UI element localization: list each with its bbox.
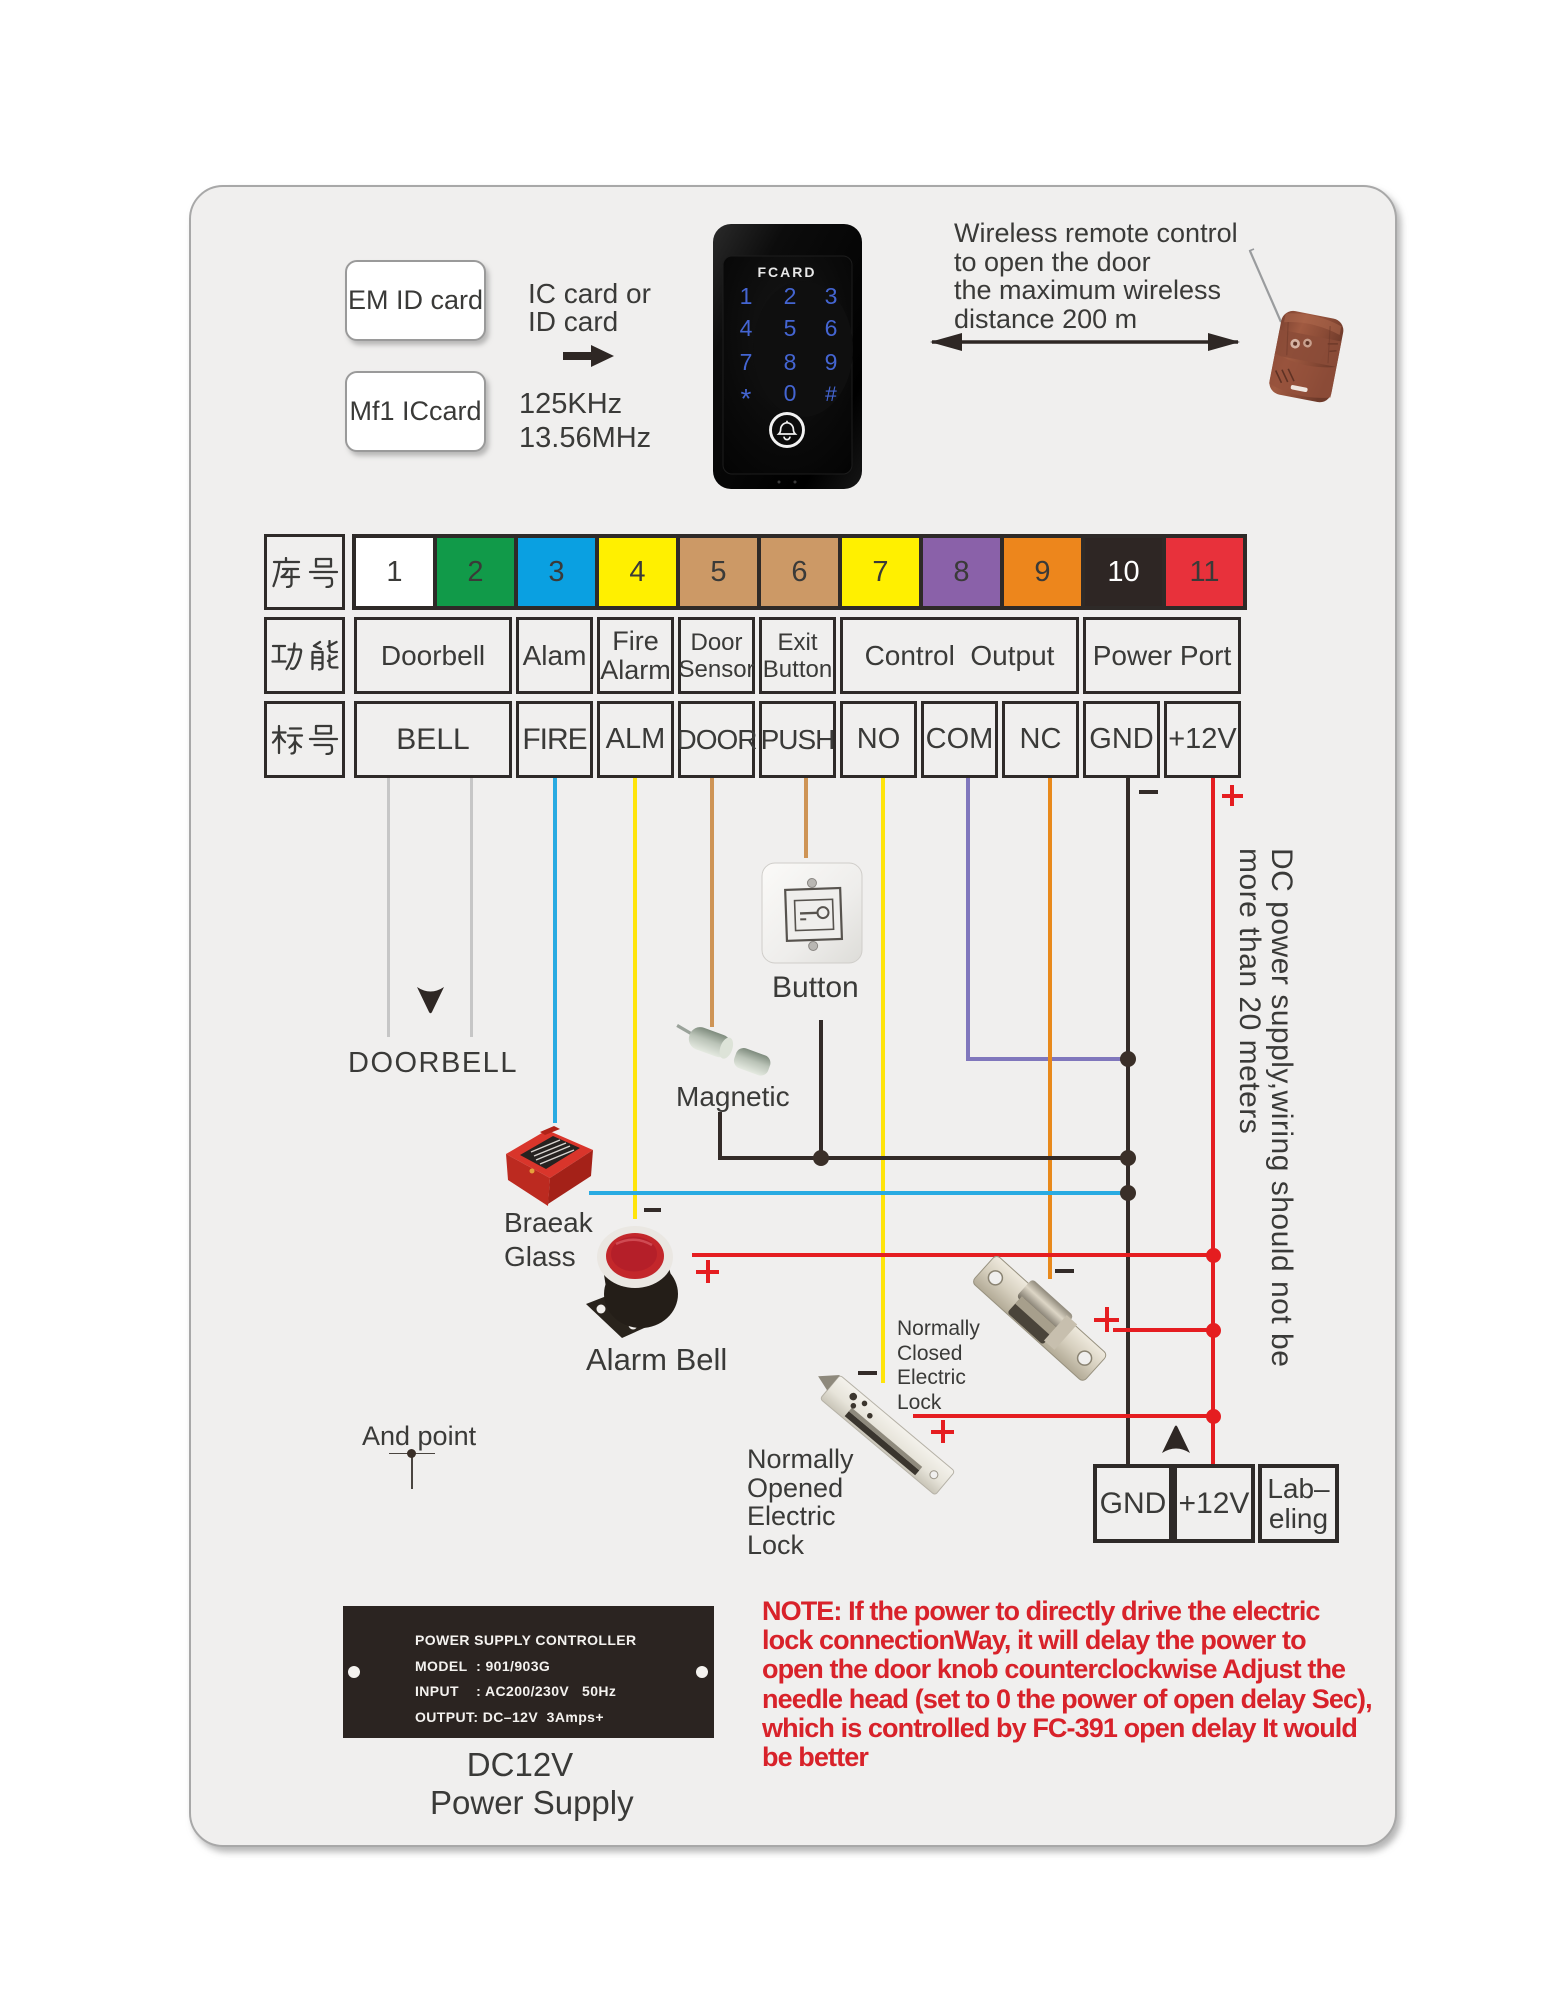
svg-text:#: # <box>825 383 837 406</box>
svg-text:6: 6 <box>825 315 838 341</box>
svg-text:0: 0 <box>784 380 797 406</box>
svg-text:FCARD: FCARD <box>758 264 817 280</box>
svg-text:1: 1 <box>740 283 753 309</box>
svg-text:*: * <box>741 383 752 414</box>
svg-text:2: 2 <box>784 283 797 309</box>
svg-text:9: 9 <box>825 349 838 375</box>
svg-text:4: 4 <box>740 315 753 341</box>
svg-text:7: 7 <box>740 349 753 375</box>
svg-text:5: 5 <box>784 315 797 341</box>
svg-text:3: 3 <box>825 283 838 309</box>
svg-text:8: 8 <box>784 349 797 375</box>
